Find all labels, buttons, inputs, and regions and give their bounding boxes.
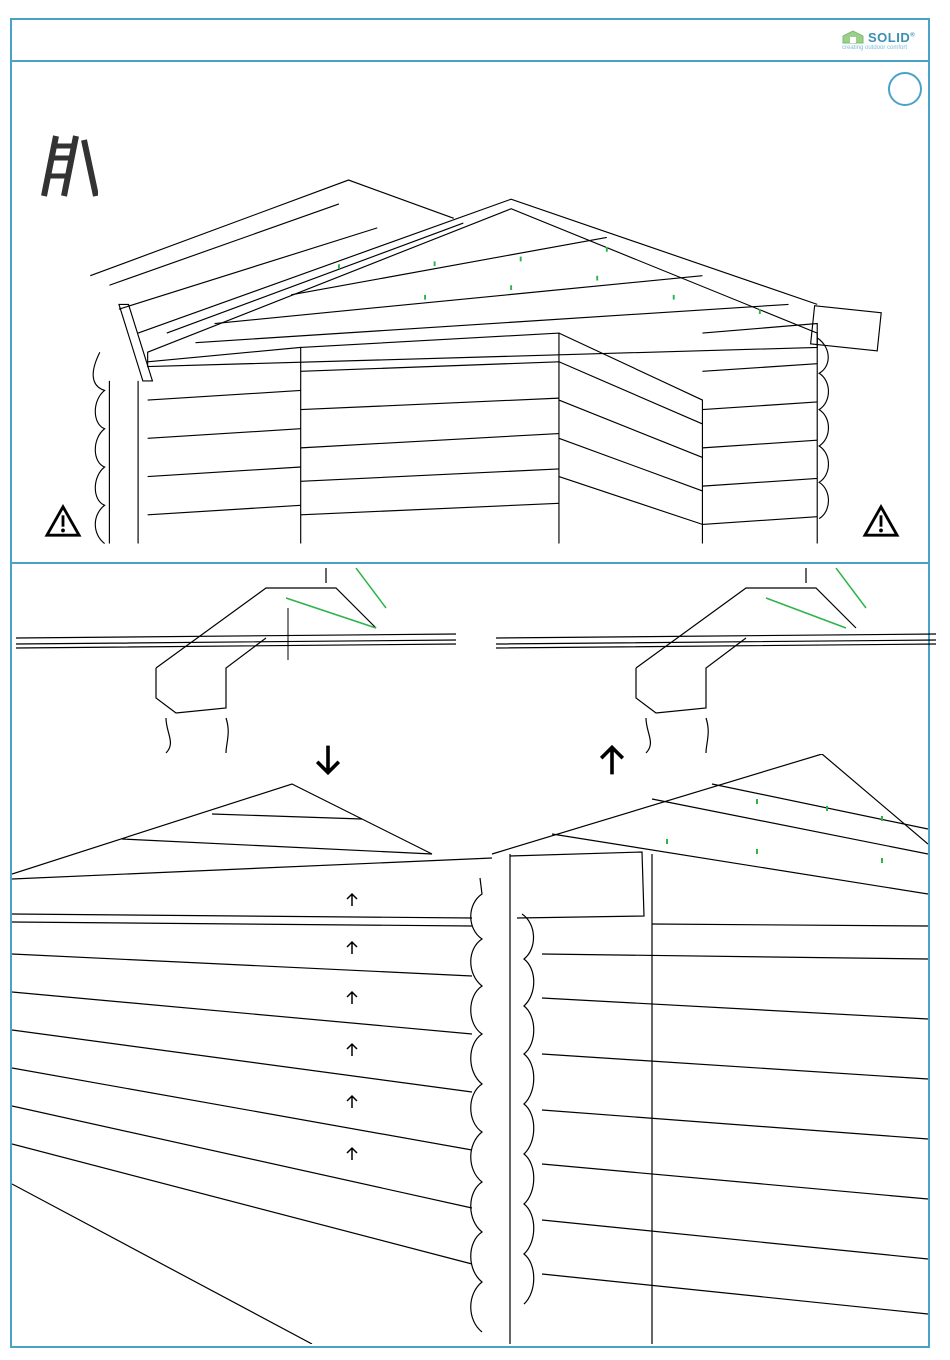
step-number-circle xyxy=(888,72,922,106)
warning-triangle-icon xyxy=(44,504,82,538)
detail-left-diagram xyxy=(16,568,456,758)
wall-closeup-diagram xyxy=(12,754,928,1344)
page-header: SOLID® creating outdoor comfort xyxy=(12,20,928,62)
warning-triangle-icon xyxy=(862,504,900,538)
bottom-panel xyxy=(12,564,928,1348)
brand-tagline: creating outdoor comfort xyxy=(842,45,907,51)
roof-assembly-diagram xyxy=(52,142,932,572)
detail-right-diagram xyxy=(496,568,936,758)
page-frame: SOLID® creating outdoor comfort xyxy=(10,18,930,1348)
brand-name: SOLID® xyxy=(868,30,915,45)
brand-logo: SOLID® creating outdoor comfort xyxy=(842,30,922,54)
house-logo-icon xyxy=(842,30,864,44)
top-panel xyxy=(12,62,928,564)
